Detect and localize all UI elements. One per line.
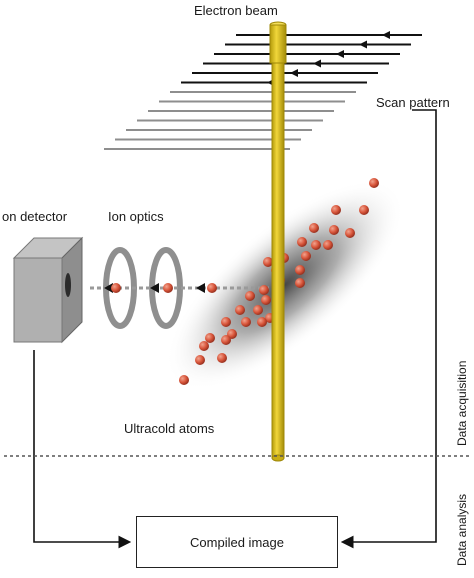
atom (331, 205, 341, 215)
atom (359, 205, 369, 215)
atom (295, 278, 305, 288)
ion-path-arrows (104, 283, 205, 293)
atom (207, 283, 217, 293)
electron-beam-icon (269, 21, 287, 462)
data-analysis-label: Data analysis (455, 493, 469, 566)
scan-direction-arrow (359, 40, 367, 49)
atom (301, 251, 311, 261)
atom (235, 305, 245, 315)
atom (241, 317, 251, 327)
atom (329, 225, 339, 235)
scan-direction-arrow (313, 59, 321, 68)
atom (205, 333, 215, 343)
scan-pattern-lines (104, 31, 422, 150)
atom (195, 355, 205, 365)
ion-direction-arrow (196, 283, 205, 293)
ion-optics-label: Ion optics (108, 209, 164, 224)
atom (295, 265, 305, 275)
atom (261, 295, 271, 305)
ultracold-atoms-label: Ultracold atoms (124, 421, 215, 436)
atom (259, 285, 269, 295)
scan-direction-arrow (382, 31, 390, 39)
atom (199, 341, 209, 351)
atom (323, 240, 333, 250)
atom (345, 228, 355, 238)
atom (111, 283, 121, 293)
ion-detector-label: on detector (2, 209, 68, 224)
atom (297, 237, 307, 247)
compiled-image-label: Compiled image (190, 534, 284, 550)
electron-beam-label: Electron beam (194, 3, 278, 18)
ion-direction-arrow (150, 283, 159, 293)
ion-direction-arrow (104, 283, 113, 293)
atom (217, 353, 227, 363)
atom (221, 335, 231, 345)
atom (311, 240, 321, 250)
atom (221, 317, 231, 327)
atom (263, 257, 273, 267)
atom (369, 178, 379, 188)
atom (245, 291, 255, 301)
data-acquisition-label: Data acquisition (455, 360, 469, 446)
atom (163, 283, 173, 293)
ion-detector-icon (12, 236, 84, 344)
compiled-image-box: Compiled image (136, 516, 338, 568)
scan-direction-arrow (290, 69, 298, 77)
detector-data-arrow (33, 350, 132, 549)
atom (309, 223, 319, 233)
scan-pattern-label: Scan pattern (376, 95, 450, 110)
atom (179, 375, 189, 385)
scan-data-arrow (340, 109, 437, 549)
scan-direction-arrow (336, 50, 344, 58)
atom (253, 305, 263, 315)
atom (257, 317, 267, 327)
